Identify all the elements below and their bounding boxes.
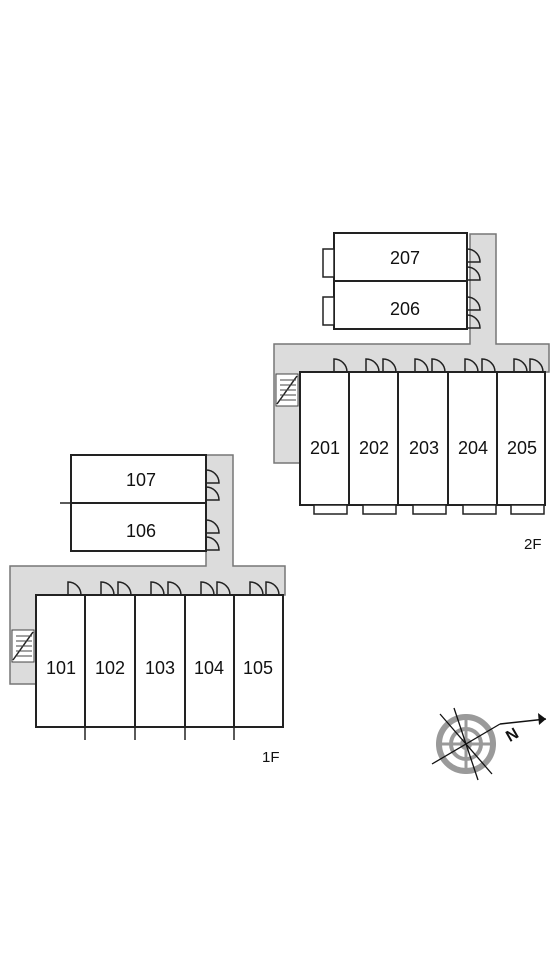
door-icon bbox=[205, 536, 220, 551]
door-icon bbox=[200, 581, 215, 596]
compass-rose-icon: N bbox=[431, 707, 547, 781]
door-icon bbox=[365, 358, 380, 373]
door-icon bbox=[481, 358, 496, 373]
door-icon bbox=[466, 248, 481, 263]
door-icon bbox=[466, 314, 481, 329]
unit-label-105: 105 bbox=[243, 658, 273, 678]
door-icon bbox=[67, 581, 82, 596]
door-icon bbox=[464, 358, 479, 373]
door-icon bbox=[382, 358, 397, 373]
door-icon bbox=[466, 296, 481, 311]
door-icon bbox=[205, 519, 220, 534]
compass-north-letter: N bbox=[503, 725, 522, 746]
door-icon bbox=[529, 358, 544, 373]
door-icon bbox=[513, 358, 528, 373]
door-icon bbox=[466, 266, 481, 281]
unit-label-104: 104 bbox=[194, 658, 224, 678]
unit-label-101: 101 bbox=[46, 658, 76, 678]
unit-102 bbox=[84, 594, 136, 728]
door-icon bbox=[265, 581, 280, 596]
unit-label-106: 106 bbox=[126, 521, 156, 541]
door-icon bbox=[249, 581, 264, 596]
floor-2-plan: 207 206 201 202 203 204 205 2F bbox=[273, 232, 550, 553]
unit-106 bbox=[70, 502, 207, 552]
door-icon bbox=[100, 581, 115, 596]
floor-1-label: 1F bbox=[262, 749, 280, 766]
door-icon bbox=[205, 486, 220, 501]
door-icon bbox=[431, 358, 446, 373]
unit-204 bbox=[447, 371, 498, 506]
floor-1-plan: 107 106 101 102 103 1 bbox=[9, 454, 286, 766]
door-icon bbox=[333, 358, 348, 373]
door-icon bbox=[150, 581, 165, 596]
unit-label-103: 103 bbox=[145, 658, 175, 678]
unit-label-205: 205 bbox=[507, 438, 537, 458]
unit-202 bbox=[348, 371, 399, 506]
unit-101 bbox=[35, 594, 86, 728]
unit-label-204: 204 bbox=[458, 438, 488, 458]
unit-label-107: 107 bbox=[126, 470, 156, 490]
door-icon bbox=[205, 469, 220, 484]
door-icon bbox=[414, 358, 429, 373]
floor-1-stair-icon bbox=[11, 629, 35, 663]
door-icon bbox=[117, 581, 132, 596]
floor-2-label: 2F bbox=[524, 536, 542, 553]
unit-label-202: 202 bbox=[359, 438, 389, 458]
unit-label-206: 206 bbox=[390, 299, 420, 319]
unit-206 bbox=[333, 280, 468, 330]
unit-207 bbox=[333, 232, 468, 282]
unit-107 bbox=[70, 454, 207, 504]
unit-label-201: 201 bbox=[310, 438, 340, 458]
unit-label-102: 102 bbox=[95, 658, 125, 678]
unit-label-207: 207 bbox=[390, 248, 420, 268]
unit-label-203: 203 bbox=[409, 438, 439, 458]
door-icon bbox=[167, 581, 182, 596]
floor-2-stair-icon bbox=[275, 373, 299, 407]
unit-105 bbox=[233, 594, 284, 728]
door-icon bbox=[216, 581, 231, 596]
